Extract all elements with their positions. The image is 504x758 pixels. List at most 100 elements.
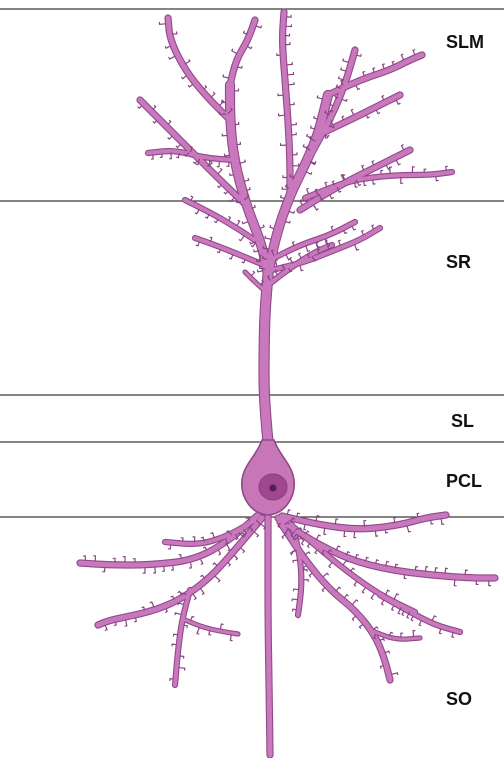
dendritic-spine [261, 524, 265, 529]
apical-trunk [264, 275, 268, 442]
dendritic-spine [153, 121, 156, 123]
dendritic-spine [286, 25, 292, 27]
dendritic-spine [143, 568, 145, 573]
dendritic-spine [242, 222, 248, 224]
dendritic-spine [352, 616, 356, 620]
dendritic-spine [283, 176, 287, 178]
dendritic-spine [360, 624, 363, 628]
dendritic-spine [383, 64, 385, 69]
dendritic-spine [354, 581, 357, 586]
dendritic-spine [218, 185, 221, 187]
dendritic-spine [435, 568, 437, 573]
dendritic-spine [315, 550, 317, 554]
dendritic-spine [314, 116, 318, 119]
dendritic-spine [154, 568, 156, 574]
dendritic-spine [178, 603, 184, 605]
dendritic-spine [288, 73, 294, 75]
dendritic-spine [201, 575, 205, 578]
dendritic-spine [292, 133, 297, 135]
dendritic-spine [204, 547, 207, 550]
dendritic-spine [242, 260, 245, 263]
dendritic-spine [415, 567, 417, 570]
dendritic-spine [223, 75, 229, 78]
dendritic-spine [222, 134, 227, 136]
dendritic-spine [354, 532, 356, 537]
dendritic-spine [357, 55, 362, 57]
dendritic-spine [279, 114, 285, 116]
dendritic-spine [165, 46, 169, 48]
dendritic-spine [218, 169, 222, 174]
dendritic-spine [452, 633, 454, 638]
dendritic-spine [293, 242, 295, 246]
dendritic-spine [343, 59, 349, 62]
dendritic-spine [211, 533, 214, 538]
dendritic-spine [330, 195, 334, 199]
dendritic-spine [168, 120, 170, 124]
oblique-short-left [245, 272, 264, 290]
dendritic-spine [317, 96, 322, 99]
dendritic-spine [396, 160, 400, 165]
dendritic-spine [401, 54, 403, 60]
dendritic-spine [392, 673, 398, 675]
dendritic-spine [344, 595, 348, 598]
dendritic-spine [169, 545, 171, 549]
dendritic-spine [413, 631, 415, 637]
dendritic-spine [270, 226, 274, 229]
layer-label-slm: SLM [446, 32, 484, 52]
dendritic-spine [382, 600, 384, 605]
layer-label-so: SO [446, 689, 472, 709]
dendritic-spine [401, 178, 403, 184]
dendritic-spine [201, 560, 203, 564]
dendritic-spine [413, 167, 415, 173]
dendritic-spine [373, 68, 375, 72]
dendritic-spine [176, 145, 180, 148]
dendritic-spine [278, 94, 283, 96]
dendritic-spine [287, 15, 291, 17]
dendritic-spine [213, 563, 217, 566]
dendritic-spine [355, 245, 359, 250]
dendritic-spine [439, 629, 441, 634]
dendritic-spine [247, 188, 250, 191]
dendritic-spine [385, 530, 387, 533]
dendritic-spine [306, 246, 310, 252]
dendritic-spine [386, 590, 390, 595]
dendritic-spine [331, 226, 333, 230]
dendritic-spine [191, 617, 194, 621]
dendritic-spine [304, 580, 308, 582]
dendritic-spine [188, 84, 192, 87]
dendritic-spine [331, 121, 333, 125]
dendritic-spine [445, 568, 447, 573]
dendritic-spine [168, 136, 172, 139]
dendritic-spine [232, 49, 237, 53]
dendritic-spine [227, 162, 229, 166]
dendritic-spine [419, 621, 421, 626]
dendritic-spine [217, 162, 219, 167]
dendritic-spine [351, 109, 353, 114]
dendritic-spine [352, 226, 356, 230]
dendritic-spine [293, 153, 297, 155]
dendritic-spine [251, 271, 254, 275]
dendritic-spine [386, 562, 389, 566]
soma [242, 440, 294, 515]
dendritic-spine [372, 161, 374, 165]
dendritic-spine [342, 99, 347, 101]
dendritic-spine [330, 103, 333, 106]
dendritic-spine [290, 103, 294, 105]
dendritic-spine [166, 609, 168, 613]
dendritic-spine [308, 544, 310, 548]
dendritic-spine [281, 196, 285, 199]
dendritic-spine [218, 550, 220, 555]
dendritic-spine [336, 546, 340, 550]
dendritic-spine [244, 179, 248, 182]
dendritic-spine [237, 142, 241, 144]
dendritic-spine [353, 600, 358, 604]
dendritic-spine [286, 221, 291, 223]
dendritic-spine [204, 86, 206, 89]
dendritic-spine [402, 611, 404, 615]
dendritic-spine [390, 167, 392, 173]
dendritic-spine [344, 531, 346, 536]
dendritic-spine [402, 145, 404, 150]
dendritic-spine [299, 253, 302, 258]
dendritic-spine [276, 260, 278, 266]
